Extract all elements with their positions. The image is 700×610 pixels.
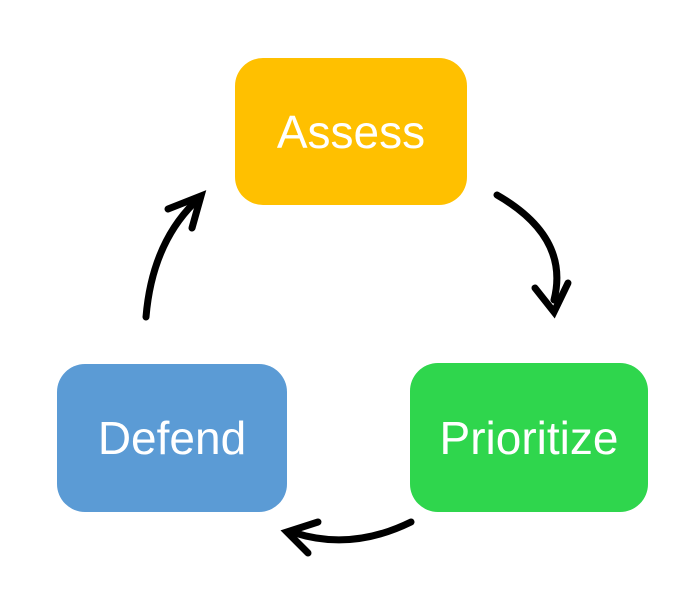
arrow-assess-to-prioritize xyxy=(493,191,572,319)
node-prioritize-label: Prioritize xyxy=(439,411,619,464)
node-defend: Defend xyxy=(57,364,287,512)
arrow-defend-to-assess xyxy=(142,190,207,321)
arrow-shaft xyxy=(291,518,415,544)
arrow-shaft xyxy=(493,191,561,304)
node-assess-label: Assess xyxy=(276,105,426,158)
arrowhead-down-icon xyxy=(531,279,572,319)
arrowhead-up-right-icon xyxy=(164,190,207,232)
node-defend-label: Defend xyxy=(97,412,247,464)
arrowhead-left-icon xyxy=(280,518,322,557)
node-prioritize: Prioritize xyxy=(410,363,648,512)
arrow-prioritize-to-defend xyxy=(280,518,415,557)
arrow-shaft xyxy=(142,199,198,321)
node-assess: Assess xyxy=(235,58,467,205)
